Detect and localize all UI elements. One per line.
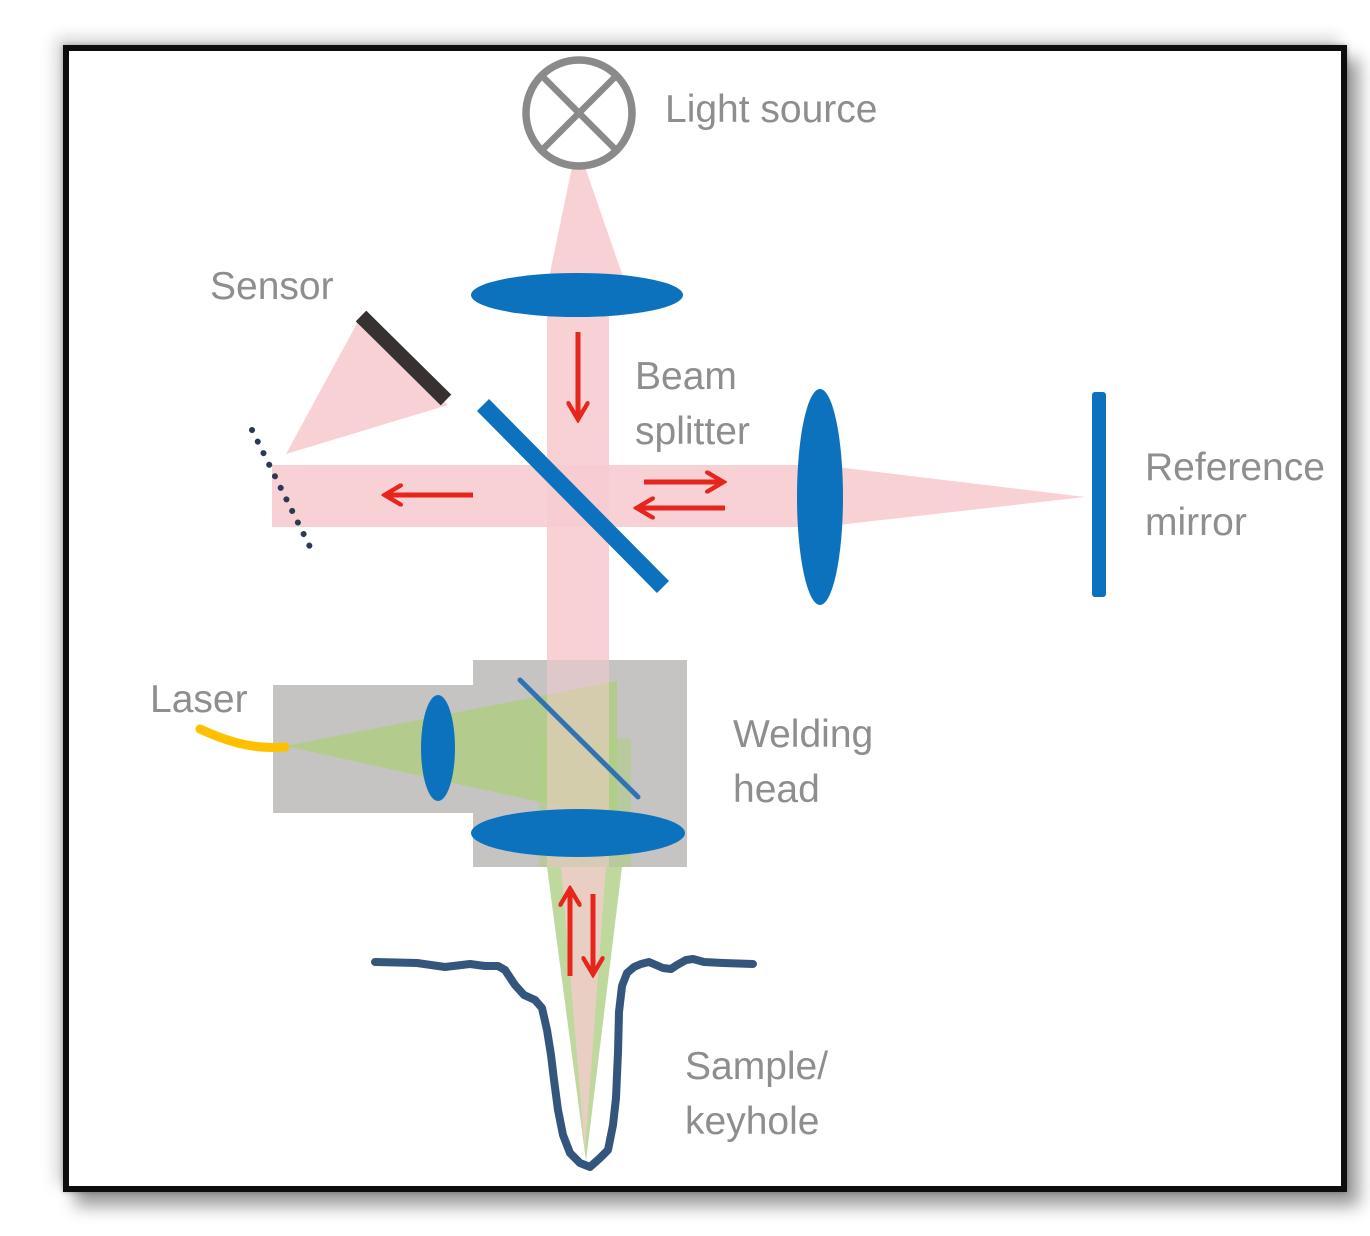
- sample-keyhole-label: Sample/ keyhole: [685, 1039, 828, 1149]
- laser-label: Laser: [150, 678, 248, 721]
- reference-mirror-label: Reference mirror: [1145, 440, 1325, 550]
- dichroic-mirror: [517, 677, 641, 800]
- reference-mirror-label-line2: mirror: [1145, 501, 1247, 544]
- beam-direction-arrows: [387, 332, 725, 976]
- reference-beam-cone: [820, 465, 1085, 527]
- sensor-beam-cone: [286, 316, 448, 454]
- beam-splitter-label: Beam splitter: [635, 349, 750, 459]
- laser-fiber: [195, 724, 290, 753]
- welding-head-label-line1: Welding: [733, 713, 874, 756]
- welding-head-label-line2: head: [733, 768, 820, 811]
- optical-elements: [421, 273, 1106, 857]
- light-source-circle: [522, 56, 636, 170]
- light-source-icon: [522, 56, 636, 170]
- figure-frame: Light source Sensor Beam splitter Refere…: [63, 45, 1347, 1192]
- sensor-label: Sensor: [210, 265, 334, 308]
- focusing-lens: [471, 809, 685, 857]
- beam-splitter-label-line1: Beam: [635, 355, 737, 398]
- laser-collimating-lens: [421, 695, 455, 801]
- beam-splitter-label-line2: splitter: [635, 410, 750, 453]
- sample-keyhole-label-line2: keyhole: [685, 1100, 820, 1143]
- source-beam-cone: [545, 167, 630, 297]
- welding-head-label: Welding head: [733, 707, 873, 817]
- reference-arm-lens: [797, 389, 843, 605]
- sensor-bar: [355, 310, 452, 406]
- sample-keyhole-label-line1: Sample/: [685, 1045, 829, 1088]
- measurement-beam: [272, 167, 1085, 1151]
- beam-splitter: [476, 399, 670, 593]
- collimating-lens: [471, 273, 683, 317]
- light-source-cross-line: [539, 73, 619, 153]
- reference-mirror-label-line1: Reference: [1145, 446, 1325, 489]
- diffraction-grating: [249, 427, 318, 560]
- reference-mirror: [1092, 392, 1106, 597]
- diagram-canvas: [195, 56, 1106, 1171]
- keyhole-profile: [371, 955, 757, 1171]
- light-source-label: Light source: [665, 88, 878, 131]
